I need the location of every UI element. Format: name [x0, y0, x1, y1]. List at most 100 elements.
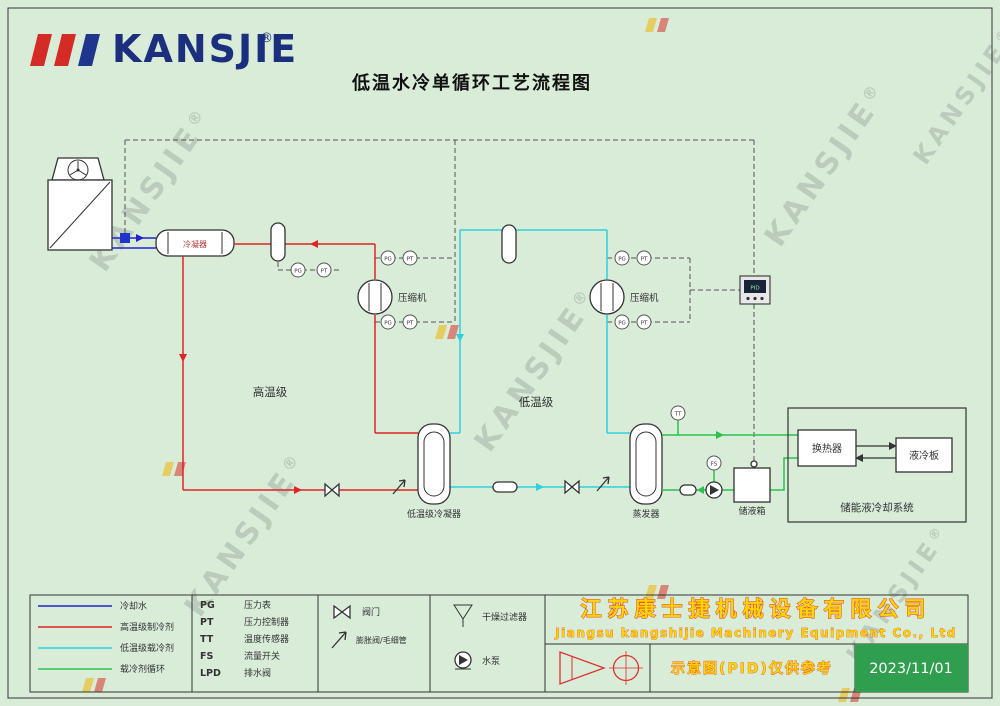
dry-filter-label: 干燥过滤器 [482, 611, 527, 623]
svg-text:PG: PG [618, 321, 626, 327]
svg-text:PT: PT [641, 257, 648, 263]
legend-line-label: 高温级制冷剂 [120, 621, 174, 633]
svg-text:TT: TT [674, 412, 682, 418]
sheet-border [7, 7, 993, 699]
logo-stripe-icon [30, 34, 52, 66]
svg-text:PT: PT [321, 269, 328, 275]
filter-icon [679, 484, 697, 496]
logo-wordmark: KANSJIE [112, 27, 298, 71]
cascade-condenser: 低温级冷凝器 [407, 423, 461, 520]
expansion-valve-label: 膨胀阀/毛细管 [356, 635, 407, 645]
temperature-sensor-icon [670, 405, 686, 421]
dry-filter-icon [492, 481, 518, 493]
pressure-gauge-icon [380, 314, 396, 330]
flow-arrow [716, 431, 724, 439]
company-name-en: Jiangsu kangshijie Machinery Equipment C… [554, 626, 957, 640]
abbr-code: TT [200, 634, 214, 645]
water-pump-label: 水泵 [482, 655, 500, 667]
abbr-name: 流量开关 [244, 650, 280, 662]
abbr-code: LPD [200, 668, 221, 679]
legend-symbols-2: 干燥过滤器 水泵 [453, 604, 527, 670]
kansjie-logo: KANSJIE ® [30, 27, 298, 71]
flow-arrow [697, 486, 704, 494]
compressor-1: 压缩机 [357, 279, 427, 315]
pressure-gauge-icon [380, 250, 396, 266]
cooling-water-pipes [112, 233, 156, 249]
flow-arrow [179, 354, 187, 362]
pid-display [744, 280, 766, 293]
expansion-valve-icon [392, 479, 406, 495]
legend-line-label: 冷却水 [120, 600, 147, 612]
abbr-name: 压力表 [244, 599, 271, 611]
svg-text:PG: PG [294, 269, 302, 275]
legend-symbols-1: 阀门 膨胀阀/毛细管 [331, 604, 407, 649]
watermark-logo-stripes [82, 678, 106, 692]
drawing-date: 2023/11/01 [869, 661, 953, 677]
pressure-controller-icon [402, 250, 418, 266]
abbr-name: 排水阀 [244, 667, 271, 679]
title-block: 江苏康士捷机械设备有限公司 Jiangsu kangshijie Machine… [554, 597, 968, 692]
heat-exchanger [797, 429, 857, 467]
high-temp-refrigerant-pipes [179, 222, 418, 494]
pressure-gauge-icon [614, 250, 630, 266]
valve-icon [564, 479, 580, 495]
svg-text:PG: PG [618, 257, 626, 263]
pressure-gauge-icon [290, 262, 306, 278]
legend-table: 冷却水 高温级制冷剂 低温级载冷剂 载冷剂循环 PG 压力表 PT 压力控制器 … [29, 594, 969, 693]
instruments: PG PT PG PT PG PT PG PT PG PT TT FS [290, 250, 722, 471]
abbr-name: 温度传感器 [244, 633, 289, 645]
cold-plate [895, 437, 953, 473]
date-cell [855, 644, 968, 692]
storage-cooling-system-label: 储能液冷却系统 [840, 501, 914, 514]
pid-display-text: PID [750, 286, 759, 292]
condenser: 冷凝器 [155, 229, 235, 257]
svg-text:FS: FS [711, 462, 718, 468]
arrow-icon [855, 454, 863, 462]
high-temp-stage-label: 高温级 [253, 385, 288, 399]
drawing-note: 示意图(PID)仅供参考 [671, 660, 833, 677]
expansion-valve-icon [331, 631, 347, 649]
coolant-pipes [662, 420, 800, 499]
watermark-logo-stripes [645, 18, 669, 32]
logo-stripe-icon [54, 34, 76, 66]
abbr-code: PG [200, 600, 215, 611]
cascade-condenser-label: 低温级冷凝器 [407, 508, 461, 520]
flow-arrow [456, 334, 464, 342]
receiver-tank-label: 储液箱 [738, 505, 765, 517]
receiver-tank: 储液箱 [733, 460, 771, 517]
abbr-code: PT [200, 617, 214, 628]
pressure-controller-icon [636, 250, 652, 266]
svg-text:PT: PT [407, 257, 414, 263]
abbr-code: FS [200, 651, 213, 662]
logo-registered-mark: ® [260, 31, 273, 46]
flow-switch-icon [706, 455, 722, 471]
pressure-gauge-icon [614, 314, 630, 330]
projection-symbol-icon [559, 651, 643, 685]
company-name-cn: 江苏康士捷机械设备有限公司 [581, 597, 932, 621]
evaporator-label: 蒸发器 [632, 508, 659, 520]
arrow-icon [889, 442, 897, 450]
valve-icon [324, 482, 340, 498]
legend-line-label: 载冷剂循环 [120, 663, 165, 675]
storage-cooling-system: 换热器 液冷板 储能液冷却系统 [787, 407, 967, 523]
valves [324, 476, 610, 498]
dry-filter-icon [453, 604, 473, 620]
cooling-tower [47, 157, 113, 251]
watermark-logo-stripes [435, 325, 459, 339]
evaporator: 蒸发器 [629, 423, 663, 520]
flow-arrow [294, 486, 302, 494]
legend-line-types: 冷却水 高温级制冷剂 低温级载冷剂 载冷剂循环 [38, 600, 174, 675]
cold-plate-label: 液冷板 [909, 449, 939, 462]
svg-text:PG: PG [384, 257, 392, 263]
svg-text:PG: PG [384, 321, 392, 327]
page-title: 低温水冷单循环工艺流程图 [351, 72, 592, 93]
expansion-valve-icon [596, 476, 610, 492]
heat-exchanger-label: 换热器 [812, 442, 842, 455]
condenser-label: 冷凝器 [183, 239, 207, 249]
liquid-receiver [270, 222, 286, 262]
pressure-controller-icon [636, 314, 652, 330]
legend-line-label: 低温级载冷剂 [120, 642, 174, 654]
valve-label: 阀门 [362, 606, 380, 618]
